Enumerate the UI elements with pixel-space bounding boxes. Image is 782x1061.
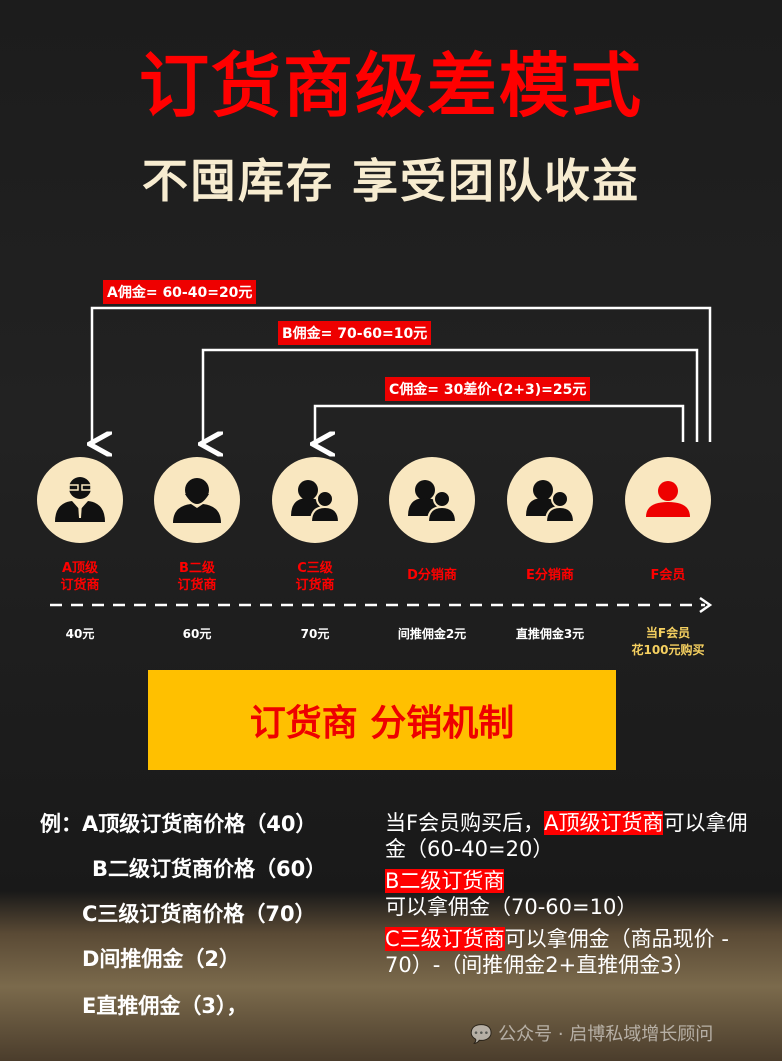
node-label: A顶级订货商 (30, 560, 130, 594)
node-value: 当F会员花100元购买 (613, 625, 723, 659)
node-value-line2: 花100元购买 (631, 643, 705, 657)
node-circle-5 (625, 457, 711, 543)
node-label-line1: C三级 (297, 561, 333, 576)
highlight-a: A顶级订货商 (544, 811, 664, 835)
commission-line-a (92, 306, 712, 444)
watermark-text: 公众号 · 启博私域增长顾问 (498, 1024, 714, 1045)
node-circle-3 (389, 457, 475, 543)
explanation-text: 可以拿佣金（60-40=20） (385, 811, 748, 861)
node-label: F会员 (618, 567, 718, 584)
wechat-icon: 💬 (470, 1024, 499, 1045)
group-icon (291, 480, 341, 523)
subtitle: 不囤库存 享受团队收益 (141, 154, 640, 208)
commission-b-label: B佣金= 70-60=10元 (278, 321, 432, 345)
member-icon (646, 481, 690, 517)
watermark: 💬 公众号 · 启博私域增长顾问 (470, 1020, 713, 1046)
node-label: D分销商 (382, 567, 482, 584)
banner-text: 订货商 分销机制 (249, 703, 515, 744)
example-c: C三级订货商价格（70） (82, 902, 316, 926)
node-value: 直推佣金3元 (495, 625, 605, 642)
example-e: E直推佣金（3）， (82, 994, 248, 1018)
highlight-b: B二级订货商 (385, 869, 505, 893)
commission-line-c (315, 404, 685, 444)
node-value-line1: 当F会员 (645, 626, 691, 640)
node-circle-1 (154, 457, 240, 543)
highlight-c: C三级订货商 (385, 927, 505, 951)
node-label-line2: 订货商 (60, 578, 100, 593)
node-label-line1: D分销商 (407, 568, 457, 583)
example-a: 例：A顶级订货商价格（40） (40, 812, 317, 836)
node-value-line1: 60元 (182, 627, 212, 641)
node-circle-4 (507, 457, 593, 543)
node-label-line1: E分销商 (526, 568, 574, 583)
node-value: 间推佣金2元 (377, 625, 487, 642)
group-icon (408, 480, 458, 523)
node-value-line1: 70元 (300, 627, 330, 641)
node-value: 60元 (142, 625, 252, 642)
node-value-line1: 40元 (65, 627, 95, 641)
page-title: 订货商级差模式 (139, 45, 643, 127)
group-icon (526, 480, 576, 523)
banner: 订货商 分销机制 (148, 670, 616, 770)
commission-a-label: A佣金= 60-40=20元 (103, 280, 257, 304)
node-value: 40元 (25, 625, 135, 642)
node-value-line1: 直推佣金3元 (515, 627, 585, 641)
example-d: D间推佣金（2） (82, 947, 241, 971)
node-label-line2: 订货商 (177, 578, 217, 593)
node-label: C三级订货商 (265, 560, 365, 594)
node-circle-2 (272, 457, 358, 543)
node-circle-0 (37, 457, 123, 543)
businessman-icon (55, 477, 105, 522)
commission-diagram (37, 306, 712, 543)
node-label-line1: A顶级 (61, 561, 99, 576)
explanation-text: 可以拿佣金（70-60=10） (385, 895, 638, 919)
explanation: 当F会员购买后，A顶级订货商可以拿佣金（60-40=20） B二级订货商可以拿佣… (385, 810, 755, 984)
explanation-text: 可以拿佣金（商品现价 - 70）-（间推佣金2+直推佣金3） (385, 927, 729, 977)
bearded-man-icon (173, 478, 221, 523)
node-label-line1: F会员 (650, 568, 686, 583)
node-value-line1: 间推佣金2元 (397, 627, 467, 641)
commission-line-b (203, 348, 699, 444)
node-label: E分销商 (500, 567, 600, 584)
explanation-text: 当F会员购买后， (385, 811, 545, 835)
commission-c-label: C佣金= 30差价-(2+3)=25元 (385, 377, 591, 401)
node-label-line1: B二级 (179, 561, 215, 576)
node-value: 70元 (260, 625, 370, 642)
node-label-line2: 订货商 (295, 578, 335, 593)
example-b: B二级订货商价格（60） (92, 857, 327, 881)
node-label: B二级订货商 (147, 560, 247, 594)
